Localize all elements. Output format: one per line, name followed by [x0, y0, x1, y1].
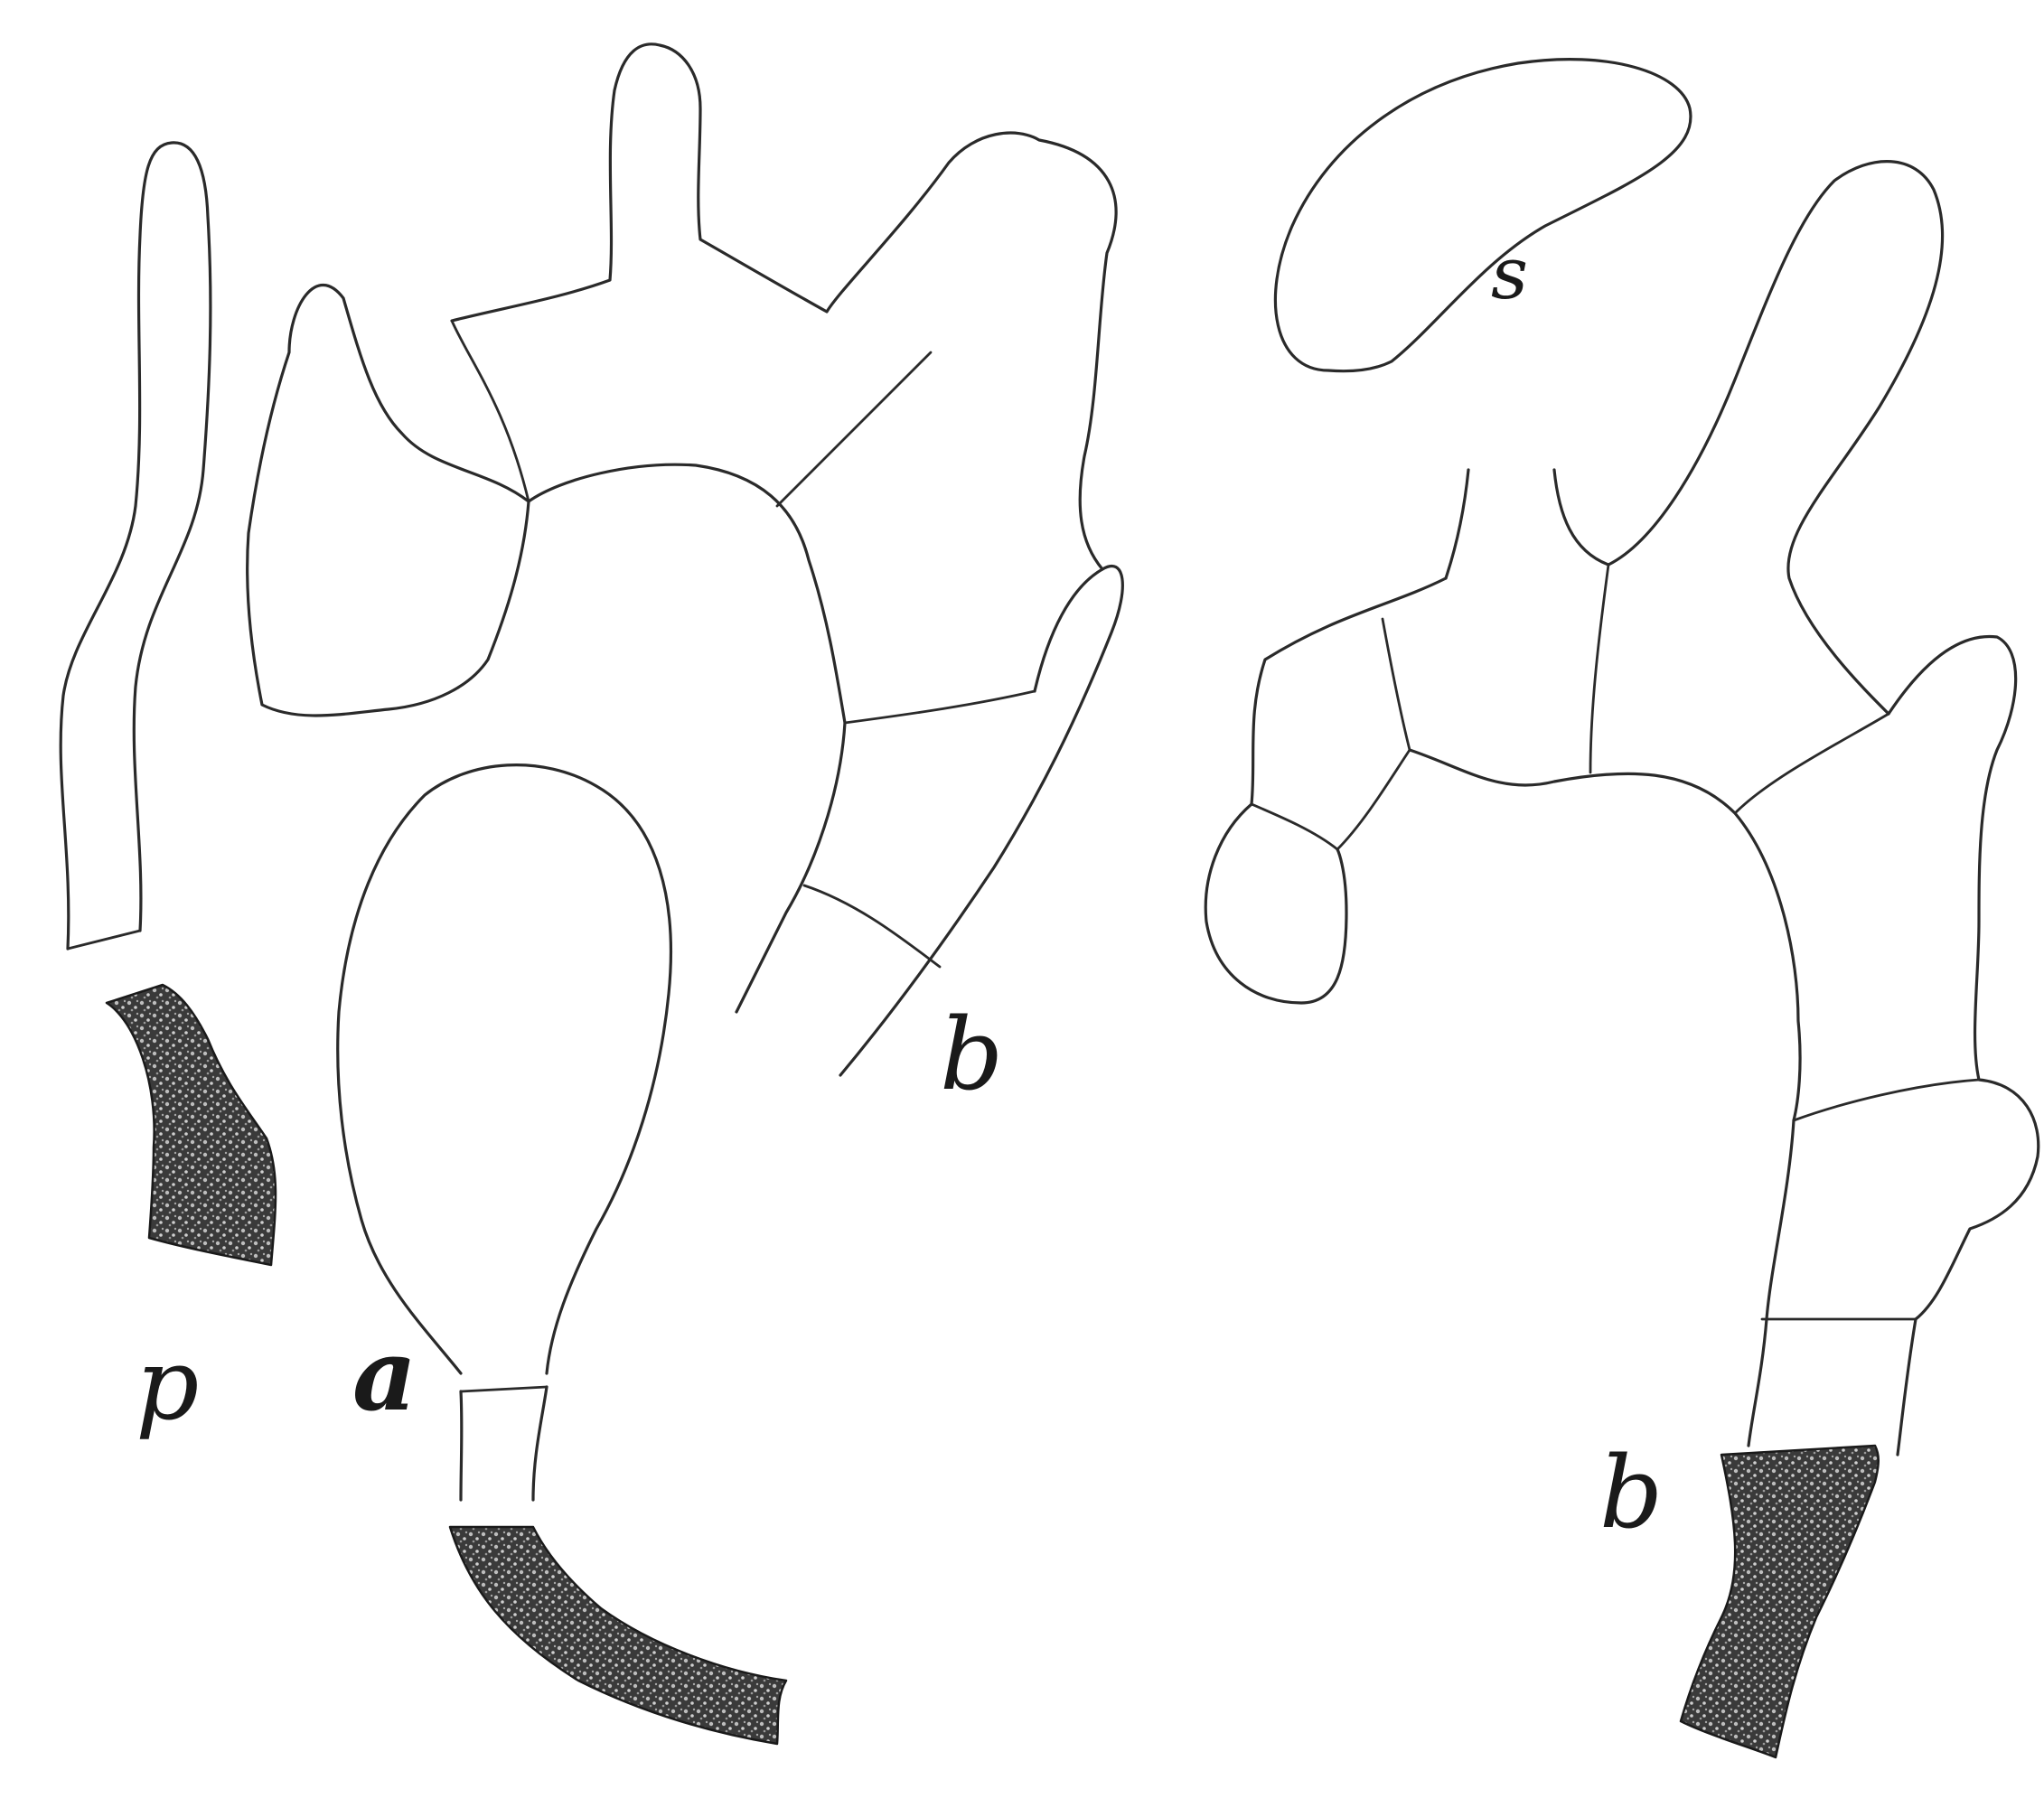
spore-s	[1275, 60, 1691, 371]
group-b-stalk	[1681, 1446, 1879, 1757]
cluster-a-bulb-cell	[338, 765, 671, 1373]
cluster-a-wall-1	[452, 321, 529, 501]
cluster-a-wall-2	[777, 352, 931, 506]
group-b-wall-2	[1252, 804, 1337, 849]
cluster-a-stalk	[450, 1527, 786, 1744]
cluster-a-stalk-neck	[461, 1387, 547, 1500]
group-b-lower-stem	[1749, 1120, 1916, 1455]
cluster-a-inner-arm	[736, 723, 845, 1012]
cluster-a-left-lobe	[248, 285, 529, 716]
group-b-middle-stub	[1554, 470, 1608, 565]
label-p: p	[136, 1326, 199, 1442]
cluster-a-wall-4	[804, 885, 940, 967]
group-b-tall-arm	[1608, 162, 1943, 714]
label-s: s	[1491, 231, 1528, 315]
label-a: a	[352, 1316, 417, 1433]
group-b-wall-1	[1383, 619, 1410, 750]
group-b-left-cells	[1205, 578, 1446, 1003]
group-b-right-lobes	[1889, 636, 2039, 1319]
filament-p-outline	[61, 143, 211, 949]
group-b-wall-6	[1794, 1080, 1979, 1120]
cluster-a-top-cell	[452, 44, 1116, 569]
group-b-wall-5	[1735, 714, 1889, 813]
label-b-top: b	[940, 997, 1003, 1112]
label-b-right: b	[1599, 1435, 1663, 1550]
cluster-a-bulb-wall	[461, 1387, 547, 1391]
cluster-a-wall-3	[845, 691, 1035, 723]
filament-p-cross-wall	[68, 931, 140, 949]
cell-cluster-a	[248, 44, 1123, 1744]
group-b-left-stub	[1446, 470, 1468, 578]
group-b-wall-3	[1337, 750, 1410, 849]
spore-s-outline	[1275, 60, 1691, 371]
filament-p	[61, 143, 276, 1265]
filament-p-stalk	[107, 985, 276, 1265]
cluster-a-middle-cell	[529, 464, 845, 723]
group-b-wall-4	[1590, 565, 1608, 773]
